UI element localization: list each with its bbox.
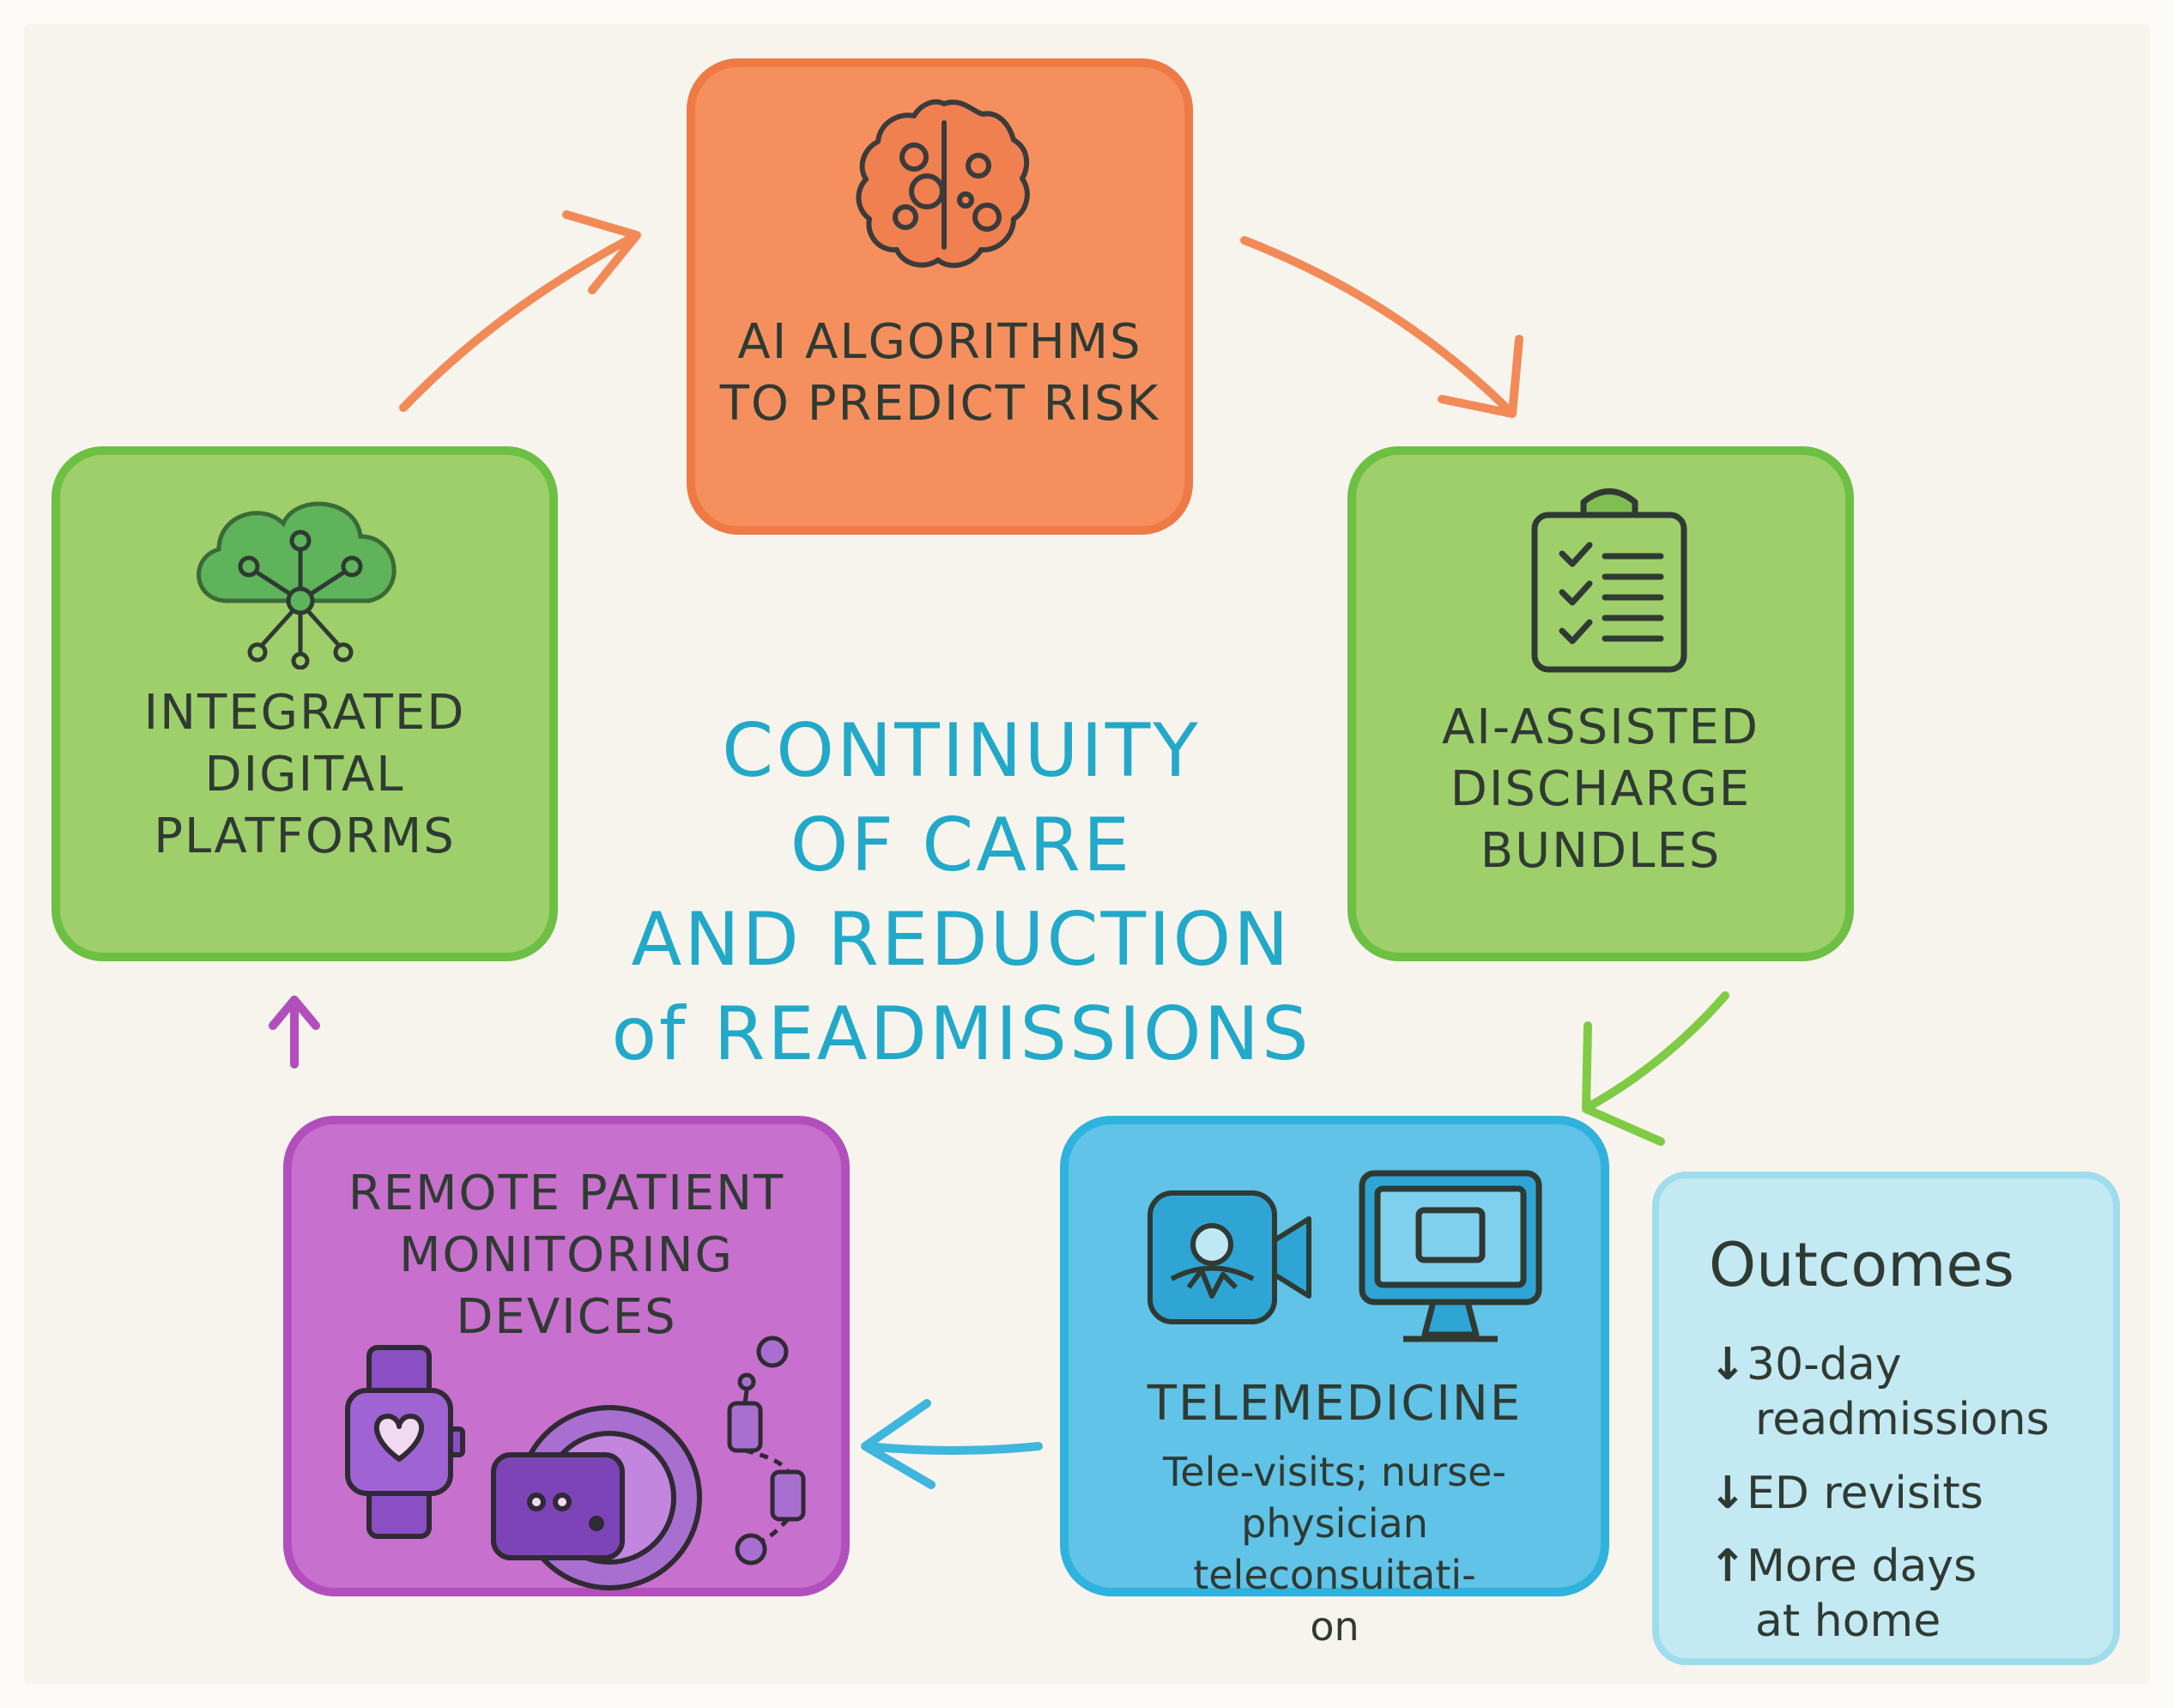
telemedicine-title: TELEMEDICINE [1147,1376,1523,1432]
ai-algorithms-line2: TO PREDICT RISK [719,376,1160,432]
ai-algorithms-line1: AI ALGORITHMS [737,314,1142,370]
outcomes-box: Outcomes ↓30-day readmissions ↓ED revisi… [1652,1172,2120,1665]
monitoring-line1: REMOTE PATIENT [348,1166,785,1221]
platforms-line3: PLATFORMS [154,809,456,864]
node-integrated-platforms: INTEGRATED DIGITAL PLATFORMS [51,446,558,961]
discharge-line2: DISCHARGE [1450,761,1752,817]
node-discharge-bundles: AI-ASSISTED DISCHARGE BUNDLES [1347,446,1854,961]
sensor-chain-icon [712,1330,824,1579]
discharge-label: AI-ASSISTED DISCHARGE BUNDLES [1356,697,1845,882]
center-title: CONTINUITY OF CARE AND REDUCTION of READ… [584,704,1339,1081]
telemedicine-sub-line3: on [1310,1603,1360,1650]
monitoring-line3: DEVICES [456,1289,677,1345]
arrow-monitoring-to-platforms [269,996,320,1069]
node-telemedicine: TELEMEDICINE Tele-visits; nurse- physici… [1060,1116,1609,1650]
monitor-icon [1352,1163,1549,1352]
outcome-item-ed-revisits: ↓ED revisits [1709,1466,1983,1521]
arrow-telemedicine-to-monitoring [861,1399,1043,1489]
platforms-line2: DIGITAL [204,747,405,803]
clipboard-checklist-icon [1511,481,1708,678]
telemedicine-sub-line1: Tele-visits; nurse- [1163,1449,1506,1495]
arrow-ai-to-discharge [1240,236,1523,418]
telemedicine-subtitle: Tele-visits; nurse- physician teleconsui… [1094,1446,1575,1652]
arrow-discharge-to-telemedicine [1582,991,1729,1146]
outcome-item-readmissions: ↓30-day readmissions [1709,1337,2050,1447]
outcome-text-cont: readmissions [1755,1394,2050,1445]
smartwatch-icon [335,1339,472,1545]
monitoring-label: REMOTE PATIENT MONITORING DEVICES [292,1163,841,1348]
outcome-text: More days [1747,1541,1977,1592]
telemedicine-sub-line2: physician teleconsuitati- [1193,1500,1476,1598]
node-ai-algorithms: AI ALGORITHMS TO PREDICT RISK [687,58,1193,535]
down-arrow-icon: ↓ [1709,1339,1747,1390]
outcome-item-days-home: ↑More days at home [1709,1539,1977,1649]
platforms-label: INTEGRATED DIGITAL PLATFORMS [60,682,549,868]
outcome-text-cont: at home [1755,1596,1941,1647]
wearable-sensor-icon [481,1395,704,1601]
platforms-line1: INTEGRATED [143,685,466,741]
center-title-line4: of READMISSIONS [611,991,1311,1077]
video-call-icon [1142,1176,1313,1339]
outcome-text: ED revisits [1747,1468,1983,1519]
discharge-line1: AI-ASSISTED [1442,700,1759,755]
center-title-line1: CONTINUITY [722,708,1201,794]
outcomes-title: Outcomes [1709,1230,2014,1300]
outcome-text: 30-day [1747,1339,1902,1390]
monitoring-line2: MONITORING [399,1227,734,1283]
cloud-network-icon [176,489,425,670]
arrow-platforms-to-ai [399,210,641,412]
down-arrow-icon: ↓ [1709,1468,1747,1519]
brain-cloud-icon [845,88,1043,286]
discharge-line3: BUNDLES [1480,823,1722,879]
up-arrow-icon: ↑ [1709,1541,1747,1592]
center-title-line3: AND REDUCTION [631,897,1292,983]
node-remote-monitoring: REMOTE PATIENT MONITORING DEVICES [283,1116,850,1596]
ai-algorithms-label: AI ALGORITHMS TO PREDICT RISK [695,312,1184,435]
center-title-line2: OF CARE [790,803,1133,888]
